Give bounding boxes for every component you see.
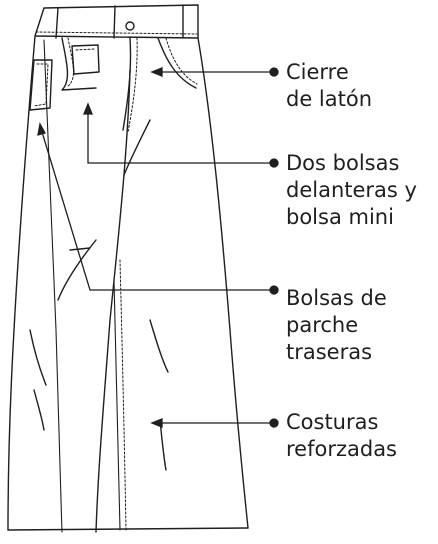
callout-brass-zipper: Cierre de latón (286, 59, 372, 113)
callout-line-text: reforzadas (286, 437, 397, 461)
callout-line-text: Cierre (286, 60, 349, 84)
wrinkle-4 (123, 119, 151, 176)
callout-line-back-pockets (37, 122, 279, 295)
front-pocket-left (61, 37, 97, 91)
wrinkle-6 (69, 247, 91, 251)
wrinkle-1 (57, 239, 97, 301)
waist-button (125, 21, 135, 31)
side-seam-stitch (119, 259, 127, 531)
wrinkle-2 (29, 329, 47, 386)
fly-stitch (127, 37, 138, 133)
left-leg-outer (7, 35, 36, 531)
callout-line-text: traseras (286, 340, 373, 364)
front-pocket-right (157, 37, 197, 89)
coin-pocket (71, 44, 100, 75)
inseam (95, 69, 131, 533)
callout-line-text: bolsa mini (286, 205, 394, 229)
callout-line-text: delanteras y (286, 178, 417, 202)
callout-line-text: de latón (286, 87, 373, 111)
callout-front-pockets: Dos bolsas delanteras y bolsa mini (286, 150, 417, 231)
callout-line-text: Bolsas de (286, 286, 387, 310)
wrinkle-3 (33, 389, 45, 431)
callout-line-pockets (83, 102, 279, 168)
seam-line-right (113, 279, 121, 531)
callout-back-patch-pockets: Bolsas de parche traseras (286, 285, 387, 366)
callout-line-text: parche (286, 313, 359, 337)
side-seam-left (43, 39, 63, 533)
waist-stitch (35, 31, 198, 35)
coin-pocket-stitch (75, 48, 96, 51)
back-patch-pocket-stitch (33, 63, 49, 107)
callout-line-zipper (150, 67, 279, 77)
fly (122, 37, 132, 131)
callout-line-text: Dos bolsas (286, 151, 400, 175)
belt-loop-left (55, 7, 59, 39)
back-patch-pocket (29, 59, 53, 111)
front-pocket-right-stitch (165, 37, 198, 85)
wrinkle-7 (159, 419, 167, 471)
callout-reinforced-seams: Costuras reforzadas (286, 409, 397, 463)
right-leg-outer (197, 37, 249, 529)
callout-line-text: Costuras (286, 410, 379, 434)
hem (7, 527, 249, 531)
callout-line-seams (150, 418, 279, 428)
wrinkle-5 (149, 319, 169, 373)
